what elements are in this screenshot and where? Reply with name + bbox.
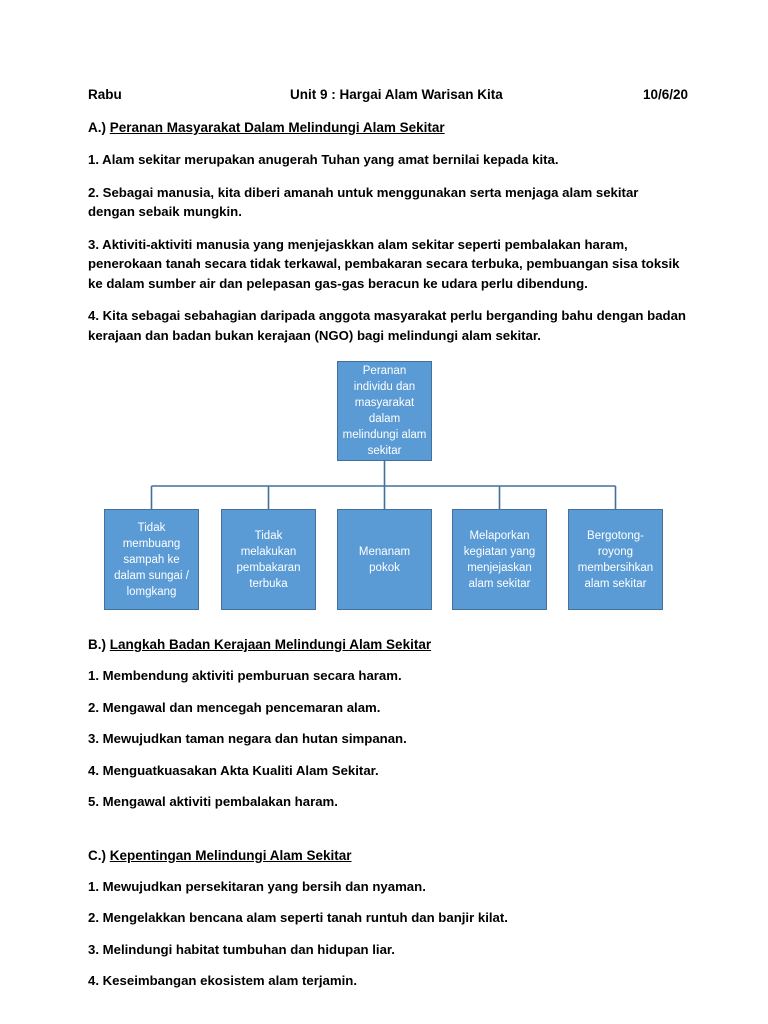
header-day: Rabu xyxy=(88,87,122,102)
section-a-para-4: 4. Kita sebagai sebahagian daripada angg… xyxy=(88,308,686,343)
section-a-heading-text: Peranan Masyarakat Dalam Melindungi Alam… xyxy=(109,120,445,135)
document-header: Rabu Unit 9 : Hargai Alam Warisan Kita 1… xyxy=(88,84,688,106)
section-c-para-2: 2. Mengelakkan bencana alam seperti tana… xyxy=(88,910,508,925)
section-b-para-2: 2. Mengawal dan mencegah pencemaran alam… xyxy=(88,699,381,715)
document-content: Rabu Unit 9 : Hargai Alam Warisan Kita 1… xyxy=(88,84,688,991)
section-b-heading: B.) Langkah Badan Kerajaan Melindungi Al… xyxy=(88,635,688,654)
org-node-root[interactable]: Peranan individu dan masyarakat dalam me… xyxy=(337,361,432,461)
section-c-para-1: 1. Mewujudkan persekitaran yang bersih d… xyxy=(88,878,426,894)
section-b-para-1: 1. Membendung aktiviti pemburuan secara … xyxy=(88,668,402,683)
section-c-para-3: 3. Melindungi habitat tumbuhan dan hidup… xyxy=(88,941,395,957)
section-b-prefix: B.) xyxy=(88,637,110,652)
section-b-para-4: 4. Menguatkuasakan Akta Kualiti Alam Sek… xyxy=(88,762,379,778)
section-a-prefix: A.) xyxy=(88,120,110,135)
org-node-child-2[interactable]: Tidak melakukan pembakaran terbuka xyxy=(221,509,316,610)
section-a-heading: A.) Peranan Masyarakat Dalam Melindungi … xyxy=(88,118,688,137)
org-node-child-1[interactable]: Tidak membuang sampah ke dalam sungai / … xyxy=(104,509,199,610)
section-c-prefix: C.) xyxy=(88,847,110,863)
section-a-para-3: 3. Aktiviti-aktiviti manusia yang menjej… xyxy=(88,236,680,291)
section-b-para-5: 5. Mengawal aktiviti pembalakan haram. xyxy=(88,794,338,809)
section-spacer xyxy=(88,812,688,834)
org-node-child-5[interactable]: Bergotong-royong membersihkan alam sekit… xyxy=(568,509,663,610)
section-a-para-1: 1. Alam sekitar merupakan anugerah Tuhan… xyxy=(88,152,559,167)
org-chart: Peranan individu dan masyarakat dalam me… xyxy=(88,361,688,623)
section-c-heading: C.) Kepentingan Melindungi Alam Sekitar xyxy=(88,846,688,865)
section-b-para-3: 3. Mewujudkan taman negara dan hutan sim… xyxy=(88,731,407,746)
org-node-child-4[interactable]: Melaporkan kegiatan yang menjejaskan ala… xyxy=(452,509,547,610)
org-node-child-3[interactable]: Menanam pokok xyxy=(337,509,432,610)
section-b-heading-text: Langkah Badan Kerajaan Melindungi Alam S… xyxy=(109,637,432,652)
section-c-para-4: 4. Keseimbangan ekosistem alam terjamin. xyxy=(88,973,357,988)
section-a-para-2: 2. Sebagai manusia, kita diberi amanah u… xyxy=(88,184,639,220)
section-c-heading-text: Kepentingan Melindungi Alam Sekitar xyxy=(109,847,352,863)
header-title: Unit 9 : Hargai Alam Warisan Kita xyxy=(290,87,503,102)
header-date: 10/6/20 xyxy=(642,87,688,102)
